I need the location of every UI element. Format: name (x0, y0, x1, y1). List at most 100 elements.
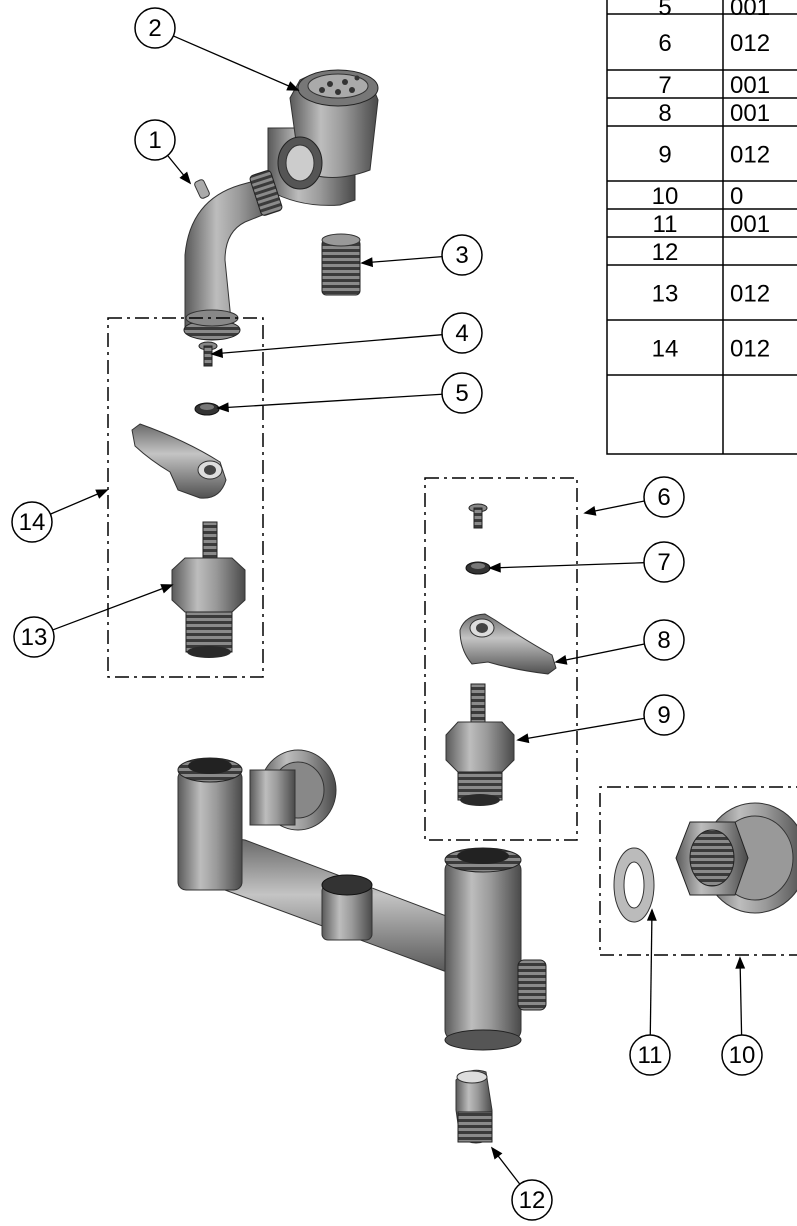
table-item-number: 6 (658, 30, 671, 57)
leader-arrowhead (360, 257, 374, 268)
threaded-nipple-part (321, 233, 361, 296)
balloon-label: 2 (148, 15, 161, 42)
table-part-number: 012 (730, 30, 770, 57)
balloon-circle (11, 501, 53, 543)
leader-arrowhead (286, 81, 300, 91)
index-button-part-right (465, 561, 491, 575)
balloon-label: 13 (21, 624, 48, 651)
balloon-item-12: 12 (511, 1179, 553, 1221)
table-item-number: 7 (658, 72, 671, 99)
parts-table (606, 0, 797, 455)
leader-arrowhead (210, 348, 224, 359)
table-item-number: 12 (652, 239, 679, 266)
balloon-label: 5 (455, 380, 468, 407)
balloon-circle (643, 619, 685, 661)
table-part-number: 001 (730, 100, 770, 127)
table-item-number: 10 (652, 183, 679, 210)
screw-part-left (198, 341, 218, 367)
handle-assembly-box-left (107, 317, 264, 678)
leader-arrowhead (488, 562, 501, 573)
balloon-circle (721, 1034, 763, 1076)
leader-arrowhead (583, 506, 597, 516)
leader-arrowhead (516, 733, 530, 744)
table-item-number: 8 (658, 100, 671, 127)
balloon-item-5: 5 (441, 372, 483, 414)
table-part-number: 012 (730, 142, 770, 169)
leader-arrowhead (646, 908, 657, 921)
table-item-number: 9 (658, 142, 671, 169)
screw-part-right (468, 503, 488, 529)
leader-arrowhead (490, 1146, 503, 1160)
table-item-number: 13 (652, 281, 679, 308)
leader-line (517, 717, 645, 741)
balloon-circle (134, 7, 176, 49)
balloon-item-11: 11 (629, 1034, 671, 1076)
balloon-item-13: 13 (13, 616, 55, 658)
leader-line (489, 562, 645, 569)
balloon-item-8: 8 (643, 619, 685, 661)
cartridge-part-left (171, 521, 246, 658)
table-part-number: 001 (730, 72, 770, 99)
balloon-label: 1 (148, 127, 161, 154)
leader-line (173, 35, 299, 91)
table-item-number: 11 (653, 211, 678, 238)
balloon-circle (441, 312, 483, 354)
balloon-label: 11 (638, 1042, 663, 1069)
balloon-circle (441, 234, 483, 276)
leader-line (211, 334, 443, 355)
balloon-circle (134, 119, 176, 161)
leader-line (217, 393, 443, 409)
lever-handle-part-right (459, 613, 557, 675)
leader-arrowhead (216, 402, 229, 413)
balloon-label: 8 (657, 627, 670, 654)
balloon-item-10: 10 (721, 1034, 763, 1076)
balloon-item-4: 4 (441, 312, 483, 354)
outlet-nipple-part (455, 1069, 493, 1144)
balloon-label: 4 (455, 320, 468, 347)
balloon-item-14: 14 (11, 501, 53, 543)
vacuum-breaker-part (267, 69, 379, 206)
elbow-outlet-part (183, 170, 283, 341)
table-item-number: 5 (658, 0, 671, 21)
leader-arrowhead (179, 171, 192, 185)
balloon-label: 7 (657, 549, 670, 576)
table-part-number: 0 (730, 183, 743, 210)
balloon-circle (643, 541, 685, 583)
leader-line (361, 255, 443, 264)
leader-line (52, 584, 173, 631)
flange-nut-part (675, 802, 797, 914)
balloon-item-7: 7 (643, 541, 685, 583)
leader-arrowhead (160, 584, 174, 594)
leader-arrowhead (554, 655, 568, 665)
balloon-circle (441, 372, 483, 414)
balloon-label: 14 (19, 509, 46, 536)
table-part-number: 001 (730, 211, 770, 238)
leader-line (555, 643, 645, 663)
handle-assembly-box-right (424, 477, 578, 841)
balloon-circle (643, 476, 685, 518)
lever-handle-part-left (131, 423, 227, 499)
faucet-body-part (177, 749, 547, 1051)
leader-line (739, 957, 743, 1036)
balloon-circle (511, 1179, 553, 1221)
balloon-label: 3 (455, 242, 468, 269)
leader-lines (50, 35, 746, 1185)
balloon-item-9: 9 (643, 694, 685, 736)
balloon-circle (643, 694, 685, 736)
balloon-label: 9 (657, 702, 670, 729)
leader-line (649, 909, 653, 1036)
cartridge-part-right (445, 683, 515, 806)
balloon-circle (13, 616, 55, 658)
balloon-label: 12 (519, 1187, 546, 1214)
balloon-item-6: 6 (643, 476, 685, 518)
balloon-label: 6 (657, 484, 670, 511)
index-button-part-left (194, 402, 220, 416)
leader-arrowhead (95, 489, 109, 499)
balloon-item-1: 1 (134, 119, 176, 161)
balloon-item-3: 3 (441, 234, 483, 276)
washer-part (613, 847, 655, 923)
table-part-number: 012 (730, 281, 770, 308)
